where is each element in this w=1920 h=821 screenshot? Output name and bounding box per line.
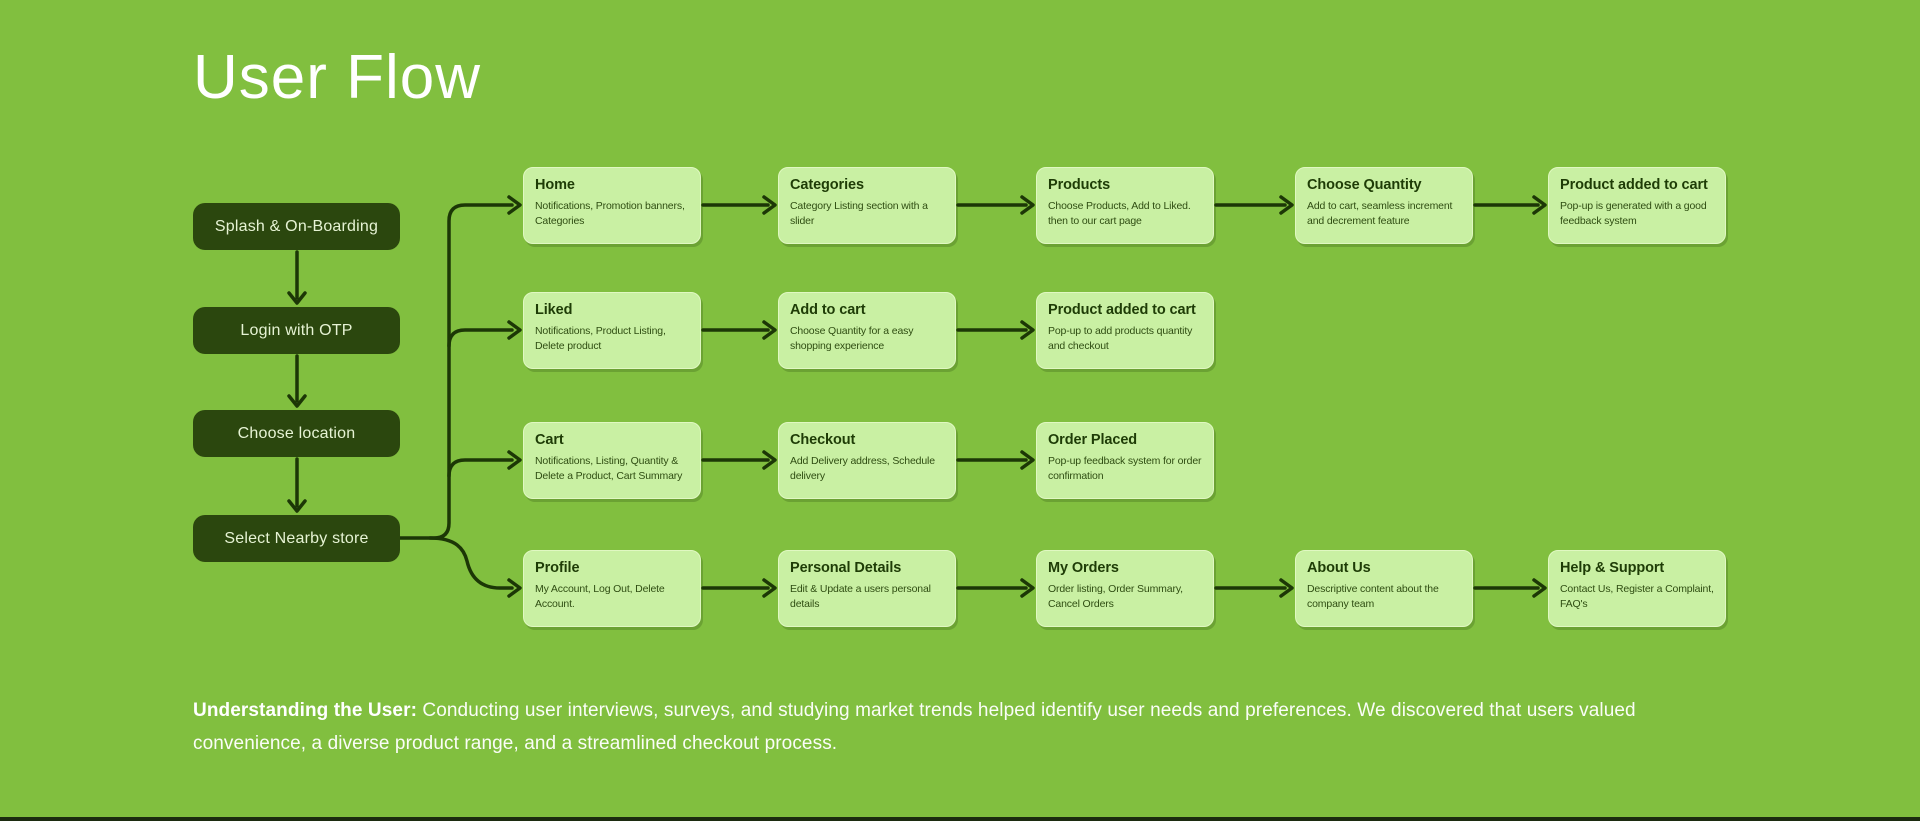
node-my-orders: My Orders Order listing, Order Summary, … [1036, 550, 1214, 627]
node-title: Personal Details [790, 560, 902, 576]
node-categories: Categories Category Listing section with… [778, 167, 956, 244]
node-description: Notifications, Promotion banners, Catego… [535, 200, 685, 228]
understanding-the-user-paragraph: Understanding the User: Conducting user … [193, 694, 1693, 760]
node-title: Home [535, 177, 575, 193]
node-description: Notifications, Listing, Quantity & Delet… [535, 455, 683, 483]
node-description: Pop-up is generated with a good feedback… [1560, 200, 1707, 228]
node-products: Products Choose Products, Add to Liked. … [1036, 167, 1214, 244]
step-select-nearby-store: Select Nearby store [193, 515, 400, 562]
node-title: Add to cart [790, 302, 866, 318]
node-order-placed: Order Placed Pop-up feedback system for … [1036, 422, 1214, 499]
node-title: Products [1048, 177, 1111, 193]
step-label: Choose location [237, 424, 356, 442]
paragraph-body: Conducting user interviews, surveys, and… [193, 700, 1636, 754]
paragraph-lead: Understanding the User: [193, 700, 417, 721]
node-title: Checkout [790, 432, 856, 448]
node-liked: Liked Notifications, Product Listing, De… [523, 292, 701, 369]
step-label: Select Nearby store [224, 529, 369, 547]
node-description: Pop-up to add products quantity and chec… [1048, 325, 1193, 353]
node-title: About Us [1307, 560, 1371, 576]
node-checkout: Checkout Add Delivery address, Schedule … [778, 422, 956, 499]
bottom-edge-bar [0, 817, 1920, 821]
node-description: Add to cart, seamless increment and decr… [1307, 200, 1453, 228]
node-description: My Account, Log Out, Delete Account. [535, 583, 665, 611]
step-choose-location: Choose location [193, 410, 400, 457]
step-label: Login with OTP [240, 321, 353, 339]
node-personal-details: Personal Details Edit & Update a users p… [778, 550, 956, 627]
step-login-otp: Login with OTP [193, 307, 400, 354]
node-title: Order Placed [1048, 432, 1138, 448]
node-description: Add Delivery address, Schedule delivery [790, 455, 935, 483]
step-splash-onboarding: Splash & On-Boarding [193, 203, 400, 250]
node-title: Choose Quantity [1307, 177, 1422, 193]
node-about-us: About Us Descriptive content about the c… [1295, 550, 1473, 627]
node-description: Category Listing section with a slider [790, 200, 928, 228]
node-home: Home Notifications, Promotion banners, C… [523, 167, 701, 244]
node-cart: Cart Notifications, Listing, Quantity & … [523, 422, 701, 499]
node-title: Cart [535, 432, 564, 448]
node-title: My Orders [1048, 560, 1119, 576]
node-add-to-cart: Add to cart Choose Quantity for a easy s… [778, 292, 956, 369]
step-label: Splash & On-Boarding [214, 217, 379, 235]
node-profile: Profile My Account, Log Out, Delete Acco… [523, 550, 701, 627]
page-title: User Flow [193, 43, 482, 112]
node-description: Notifications, Product Listing, Delete p… [535, 325, 666, 353]
node-description: Edit & Update a users personal details [790, 583, 931, 611]
node-title: Help & Support [1560, 560, 1665, 576]
node-description: Pop-up feedback system for order confirm… [1048, 455, 1202, 483]
node-description: Descriptive content about the company te… [1307, 583, 1439, 611]
node-title: Liked [535, 302, 573, 318]
node-title: Product added to cart [1560, 177, 1708, 193]
node-title: Profile [535, 560, 580, 576]
node-description: Choose Quantity for a easy shopping expe… [790, 325, 914, 353]
node-description: Choose Products, Add to Liked. then to o… [1048, 200, 1191, 228]
node-description: Order listing, Order Summary, Cancel Ord… [1048, 583, 1183, 611]
node-help-support: Help & Support Contact Us, Register a Co… [1548, 550, 1726, 627]
node-choose-quantity: Choose Quantity Add to cart, seamless in… [1295, 167, 1473, 244]
node-title: Product added to cart [1048, 302, 1196, 318]
node-product-added-to-cart-2: Product added to cart Pop-up to add prod… [1036, 292, 1214, 369]
node-title: Categories [790, 177, 864, 193]
node-product-added-to-cart-1: Product added to cart Pop-up is generate… [1548, 167, 1726, 244]
node-description: Contact Us, Register a Complaint, FAQ's [1560, 583, 1714, 611]
